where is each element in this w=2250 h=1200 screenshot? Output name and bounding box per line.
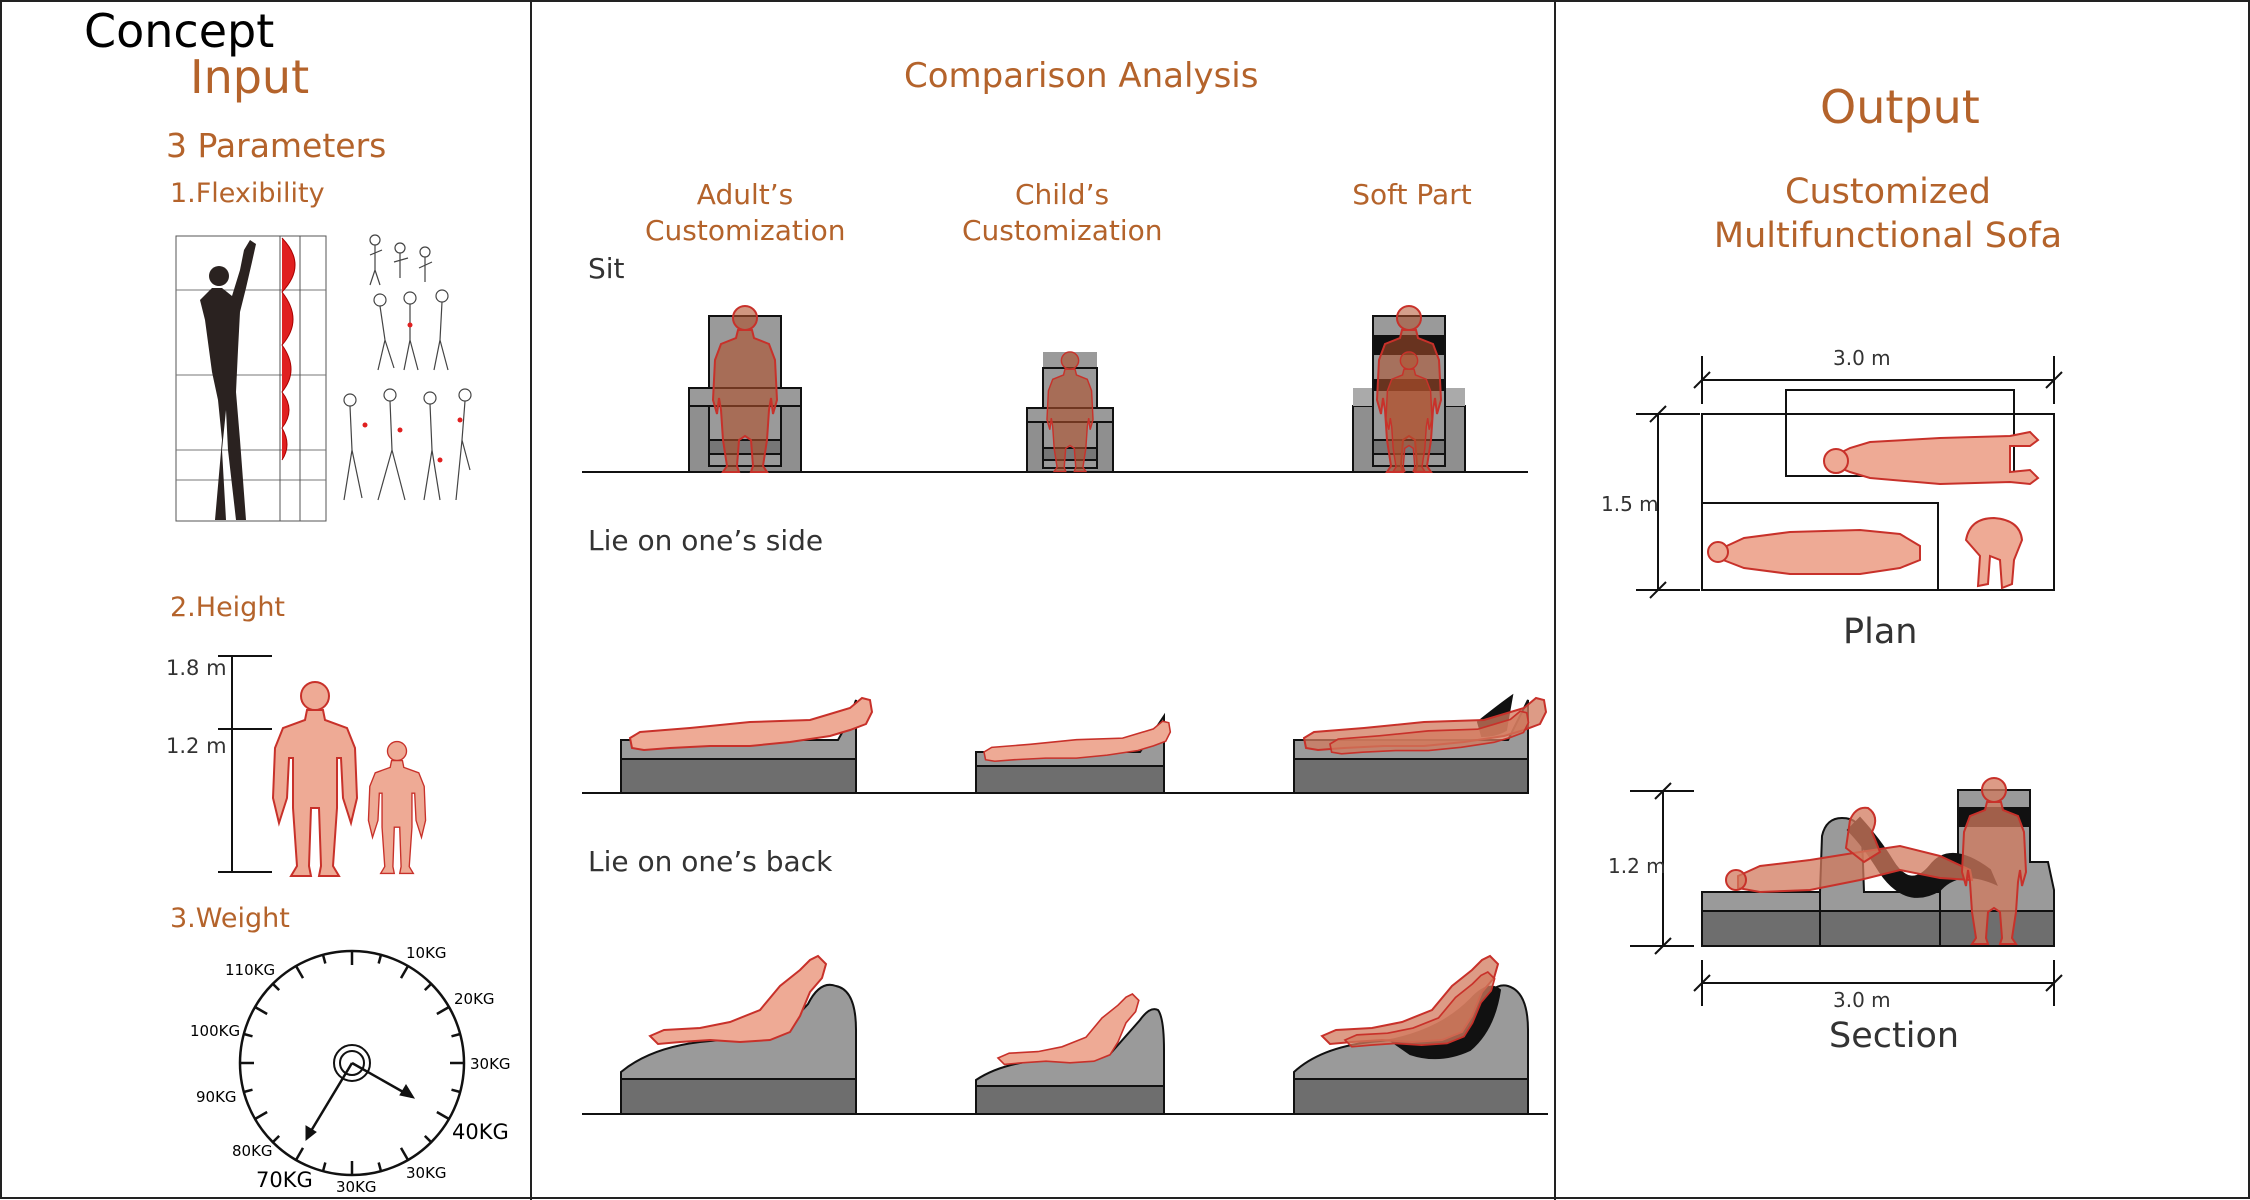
- modulor-chart: [175, 234, 472, 522]
- concept-title: Concept: [84, 4, 275, 58]
- output-subtitle-line1: Customized: [1785, 172, 1991, 212]
- back-sofa-soft: [1293, 984, 1529, 1115]
- dial-label: 100KG: [190, 1022, 241, 1040]
- output-subtitle-line2: Multifunctional Sofa: [1713, 216, 2063, 256]
- output-title: Output: [1820, 80, 1980, 134]
- row-lie-back: Lie on one’s back: [588, 845, 833, 878]
- column-child-line1: Child’s: [1014, 178, 1110, 211]
- plan-depth-label: 1.5 m: [1601, 492, 1659, 516]
- column-adult-line1: Adult’s: [696, 178, 794, 211]
- height-tall-label: 1.8 m: [166, 656, 227, 680]
- dial-tick: [423, 982, 433, 992]
- dial-tick: [321, 954, 327, 964]
- dial-label: 40KG: [452, 1120, 509, 1144]
- dial-label: 30KG: [336, 1178, 377, 1196]
- plan-width-label: 3.0 m: [1833, 346, 1891, 370]
- flexibility-label: 1.Flexibility: [170, 178, 325, 209]
- height-short-label: 1.2 m: [166, 734, 227, 758]
- dial-tick: [377, 954, 383, 964]
- dial-tick: [377, 1162, 383, 1172]
- column-child-line2: Customization: [962, 214, 1163, 247]
- dial-label: 10KG: [406, 944, 447, 962]
- child-figure: [367, 740, 427, 875]
- section-height-label: 1.2 m: [1608, 854, 1666, 878]
- dial-tick: [294, 1147, 305, 1161]
- dial-tick: [399, 965, 410, 979]
- dial-label: 30KG: [406, 1164, 447, 1182]
- section-width-label: 3.0 m: [1833, 988, 1891, 1012]
- dial-tick: [243, 1032, 253, 1038]
- dial-tick: [271, 982, 281, 992]
- dial-tick: [451, 1032, 461, 1038]
- dial-label: 20KG: [454, 990, 495, 1008]
- row-lie-side: Lie on one’s side: [588, 524, 824, 557]
- dial-tick: [243, 1088, 253, 1094]
- column-soft-line1: Soft Part: [1352, 178, 1472, 211]
- height-scale: [218, 655, 272, 873]
- dial-tick: [254, 1110, 268, 1121]
- parameters-heading: 3 Parameters: [166, 126, 387, 165]
- dial-label: 90KG: [196, 1088, 237, 1106]
- dial-label: 80KG: [232, 1142, 273, 1160]
- dial-tick: [436, 1110, 450, 1121]
- dial-tick: [321, 1162, 327, 1172]
- dial-tick: [254, 1005, 268, 1016]
- dial-tick: [271, 1134, 281, 1144]
- dial-tick: [423, 1134, 433, 1144]
- dial-tick: [294, 965, 305, 979]
- dial-tick: [399, 1147, 410, 1161]
- height-label: 2.Height: [170, 592, 286, 623]
- back-sofa-adult: [620, 983, 857, 1115]
- dial-tick: [451, 1088, 461, 1094]
- input-title: Input: [190, 50, 310, 104]
- comparison-title: Comparison Analysis: [904, 56, 1259, 96]
- dial-label: 110KG: [225, 961, 276, 979]
- adult-figure: [272, 681, 358, 877]
- plan-drawing: [1636, 356, 2063, 599]
- section-caption: Section: [1829, 1016, 1960, 1056]
- row-sit: Sit: [588, 252, 625, 285]
- weight-dial: [238, 949, 466, 1177]
- dial-label: 30KG: [470, 1055, 511, 1073]
- plan-caption: Plan: [1843, 612, 1918, 652]
- dial-label: 70KG: [256, 1168, 313, 1192]
- column-adult-line2: Customization: [645, 214, 846, 247]
- weight-label: 3.Weight: [170, 903, 290, 934]
- dial-tick: [436, 1005, 450, 1016]
